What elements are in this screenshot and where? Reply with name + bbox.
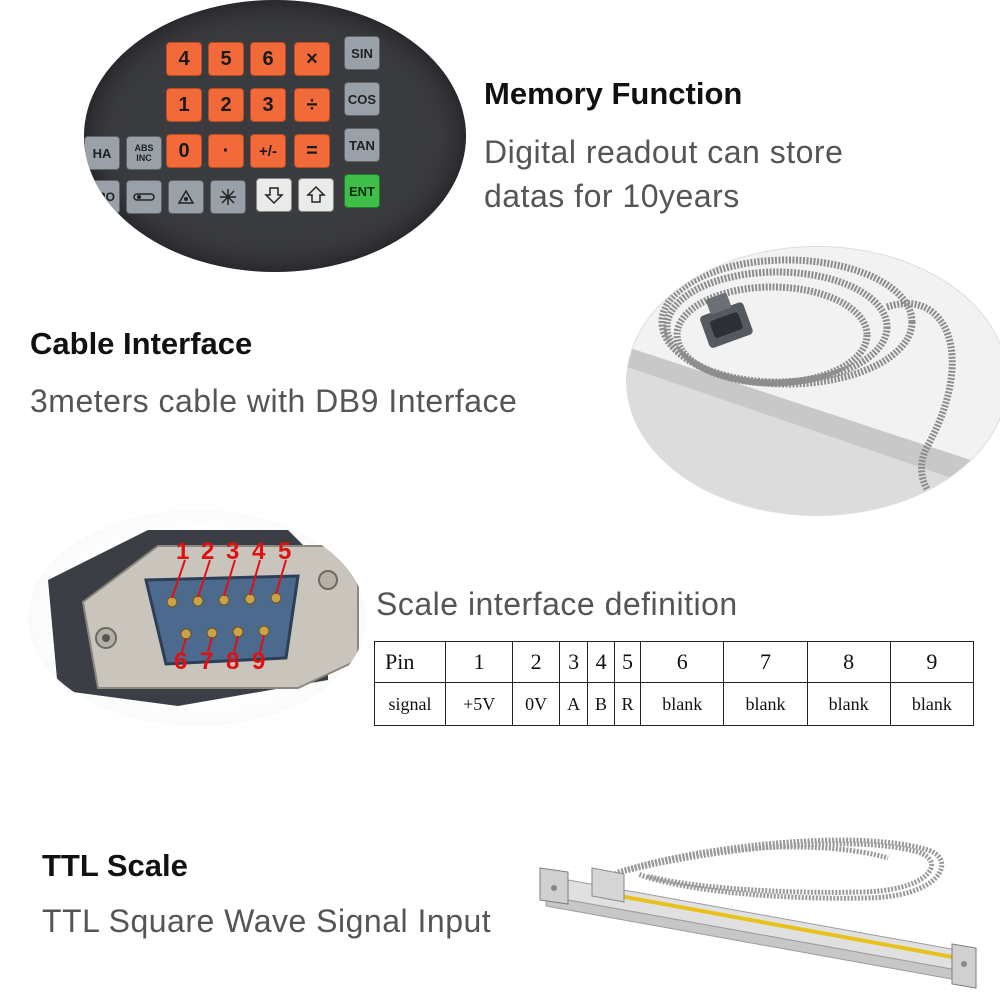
table-cell: blank — [806, 682, 891, 726]
table-row-signals: signal +5V 0V A B R blank blank blank bl… — [374, 682, 975, 726]
cable-title: Cable Interface — [30, 326, 253, 361]
key-6: 6 — [250, 42, 286, 76]
table-cell: 3 — [558, 641, 589, 683]
table-cell: blank — [889, 682, 975, 726]
key-divide: ÷ — [294, 88, 330, 122]
table-cell: 7 — [723, 641, 808, 683]
linear-scale-photo — [528, 832, 988, 1000]
key-tan: TAN — [344, 128, 380, 162]
pin-label-7: 7 — [200, 648, 214, 675]
green-key-edge — [144, 0, 166, 10]
pin-label-9: 9 — [252, 648, 266, 675]
db9-connector-photo: 1 2 3 4 5 6 7 8 9 — [28, 510, 366, 726]
table-cell: 0V — [512, 682, 560, 726]
table-cell: blank — [640, 682, 725, 726]
table-cell: 1 — [444, 641, 514, 683]
table-cell: 8 — [806, 641, 891, 683]
key-1: 1 — [166, 88, 202, 122]
key-ent: ENT — [344, 174, 380, 208]
drill-icon — [168, 180, 204, 214]
table-cell: +5V — [444, 682, 514, 726]
tool-icon — [126, 180, 162, 214]
key-sin: SIN — [344, 36, 380, 70]
key-dot: · — [208, 134, 244, 168]
table-cell: R — [613, 682, 642, 726]
table-row-pins: Pin 1 2 3 4 5 6 7 8 9 — [374, 641, 975, 683]
key-cos: COS — [344, 82, 380, 116]
memory-title: Memory Function — [484, 76, 743, 111]
arrow-up-icon — [298, 178, 334, 212]
key-plus-minus: +/- — [250, 134, 286, 168]
memory-line-2: datas for 10years — [484, 178, 740, 214]
cable-text: 3meters cable with DB9 Interface — [30, 383, 518, 419]
pin-label-2: 2 — [201, 538, 215, 565]
snowflake-icon — [210, 180, 246, 214]
table-cell: 4 — [587, 641, 615, 683]
pin-definition-table: Pin 1 2 3 4 5 6 7 8 9 signal +5V 0V A B … — [374, 641, 975, 726]
table-cell: 9 — [889, 641, 975, 683]
table-cell: 2 — [512, 641, 560, 683]
pin-label-1: 1 — [176, 538, 190, 565]
table-cell: 5 — [613, 641, 642, 683]
key-zero: ERO — [84, 180, 120, 214]
table-cell: blank — [723, 682, 808, 726]
cable-photo — [626, 246, 1000, 516]
key-equals: = — [294, 134, 330, 168]
key-3: 3 — [250, 88, 286, 122]
memory-line-1: Digital readout can store — [484, 134, 844, 170]
pin-header: Pin — [374, 641, 446, 683]
table-cell: A — [558, 682, 589, 726]
key-0: 0 — [166, 134, 202, 168]
key-multiply: × — [294, 42, 330, 76]
arrow-down-icon — [256, 178, 292, 212]
scale-interface-title: Scale interface definition — [376, 586, 738, 622]
pin-label-3: 3 — [226, 538, 240, 565]
table-cell: 6 — [640, 641, 725, 683]
pin-label-8: 8 — [226, 648, 240, 675]
pin-label-6: 6 — [174, 648, 188, 675]
keypad-photo: 4 5 6 × 1 2 3 ÷ 0 · +/- = SIN COS TAN EN… — [84, 0, 466, 272]
ttl-title: TTL Scale — [42, 848, 188, 883]
pin-label-4: 4 — [252, 538, 266, 565]
key-2: 2 — [208, 88, 244, 122]
ttl-text: TTL Square Wave Signal Input — [42, 903, 492, 939]
key-4: 4 — [166, 42, 202, 76]
key-5: 5 — [208, 42, 244, 76]
key-abs-inc: ABS INC — [126, 136, 162, 170]
signal-header: signal — [374, 682, 446, 726]
pin-label-5: 5 — [278, 538, 292, 565]
key-ha: HA — [84, 136, 120, 170]
table-cell: B — [587, 682, 615, 726]
